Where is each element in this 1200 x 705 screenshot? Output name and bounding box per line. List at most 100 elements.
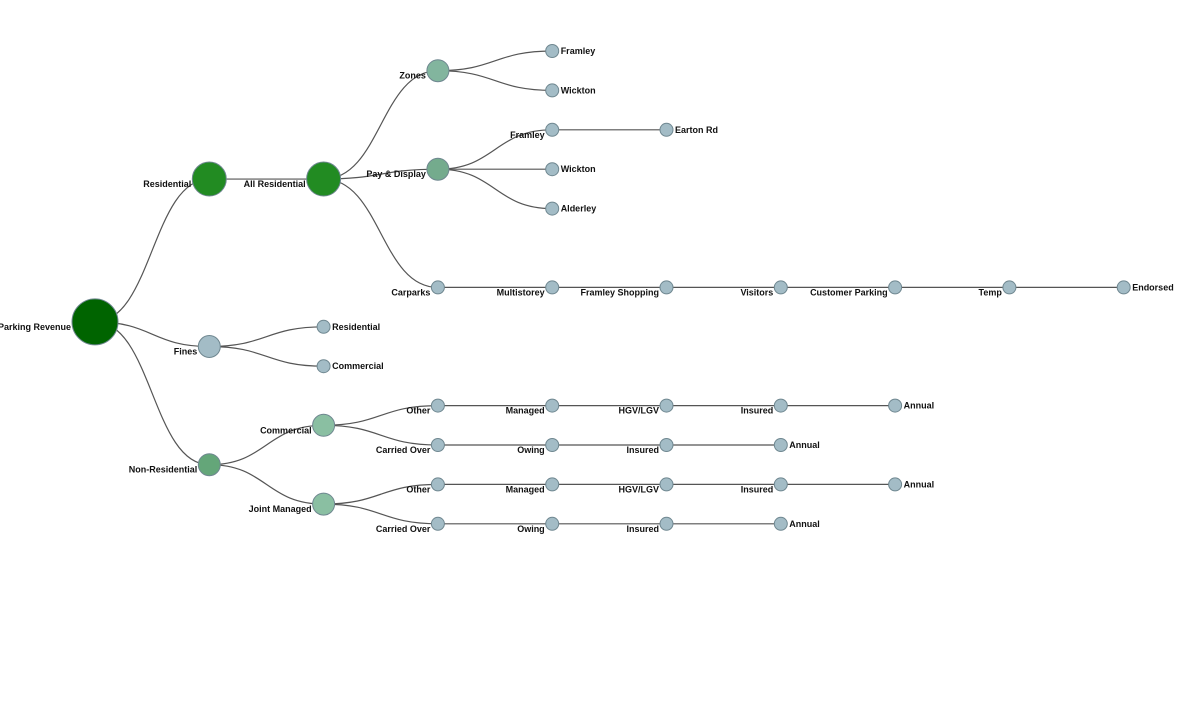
- tree-node-parking-revenue[interactable]: Parking Revenue: [0, 298, 119, 346]
- node-circle[interactable]: [430, 477, 445, 492]
- node-circle[interactable]: [545, 280, 560, 295]
- tree-node-carried-over[interactable]: Carried Over: [376, 438, 445, 456]
- node-label: Visitors: [740, 287, 773, 297]
- node-circle[interactable]: [659, 477, 674, 492]
- tree-node-residential[interactable]: Residential: [143, 161, 227, 197]
- tree-node-managed[interactable]: Managed: [506, 477, 560, 495]
- node-label: Insured: [626, 445, 659, 455]
- tree-node-commercial[interactable]: Commercial: [260, 413, 336, 437]
- tree-node-joint-managed[interactable]: Joint Managed: [249, 492, 336, 516]
- tree-node-framley[interactable]: Framley: [545, 44, 596, 58]
- node-circle[interactable]: [545, 162, 560, 177]
- node-circle[interactable]: [545, 438, 560, 452]
- node-circle[interactable]: [197, 335, 221, 358]
- tree-node-annual[interactable]: Annual: [773, 516, 820, 531]
- tree-node-customer-parking[interactable]: Customer Parking: [810, 280, 903, 298]
- tree-node-other[interactable]: Other: [406, 477, 445, 495]
- tree-node-owing[interactable]: Owing: [517, 516, 560, 534]
- node-circle[interactable]: [1116, 280, 1131, 295]
- node-circle[interactable]: [545, 516, 560, 531]
- node-label: Alderley: [561, 204, 597, 214]
- node-circle[interactable]: [430, 516, 445, 531]
- node-circle[interactable]: [659, 280, 674, 295]
- node-circle[interactable]: [306, 161, 342, 197]
- node-circle[interactable]: [888, 280, 903, 295]
- tree-node-zones[interactable]: Zones: [399, 59, 450, 83]
- node-circle[interactable]: [545, 122, 560, 137]
- node-circle[interactable]: [316, 359, 331, 374]
- node-circle[interactable]: [430, 280, 445, 295]
- tree-node-wickton[interactable]: Wickton: [545, 83, 596, 98]
- tree-node-alderley[interactable]: Alderley: [545, 201, 597, 216]
- tree-node-fines[interactable]: Fines: [174, 335, 221, 358]
- tree-link: [323, 70, 438, 180]
- tree-node-other[interactable]: Other: [406, 398, 445, 416]
- tree-node-endorsed[interactable]: Endorsed: [1116, 280, 1174, 295]
- tree-link: [437, 168, 553, 210]
- node-circle[interactable]: [312, 413, 336, 437]
- tree-node-owing[interactable]: Owing: [517, 438, 560, 456]
- tree-node-multistorey[interactable]: Multistorey: [497, 280, 560, 298]
- node-circle[interactable]: [773, 438, 788, 452]
- tree-node-commercial[interactable]: Commercial: [316, 359, 384, 374]
- node-circle[interactable]: [426, 59, 450, 83]
- node-circle[interactable]: [773, 516, 788, 531]
- tree-node-annual[interactable]: Annual: [888, 477, 935, 492]
- tree-node-pay-display[interactable]: Pay & Display: [366, 157, 450, 181]
- node-label: Joint Managed: [249, 504, 312, 514]
- node-circle[interactable]: [545, 201, 560, 216]
- node-circle[interactable]: [545, 477, 560, 492]
- tree-node-insured[interactable]: Insured: [741, 477, 788, 495]
- tree-link: [323, 503, 438, 525]
- tree-node-insured[interactable]: Insured: [741, 398, 788, 416]
- tree-link: [209, 464, 324, 505]
- node-circle[interactable]: [430, 398, 445, 413]
- tree-node-insured[interactable]: Insured: [626, 516, 674, 534]
- node-circle[interactable]: [191, 161, 227, 197]
- tree-node-temp[interactable]: Temp: [979, 280, 1017, 298]
- tree-node-wickton[interactable]: Wickton: [545, 162, 596, 177]
- node-circle[interactable]: [888, 398, 903, 413]
- tree-link: [94, 178, 210, 323]
- node-label: Managed: [506, 406, 545, 416]
- node-circle[interactable]: [71, 298, 119, 346]
- tree-node-hgv-lgv[interactable]: HGV/LGV: [618, 477, 674, 495]
- node-circle[interactable]: [316, 319, 331, 334]
- node-circle[interactable]: [659, 438, 674, 452]
- tree-link: [94, 321, 210, 466]
- node-circle[interactable]: [659, 398, 674, 413]
- tree-node-annual[interactable]: Annual: [888, 398, 935, 413]
- tree-node-carparks[interactable]: Carparks: [391, 280, 445, 298]
- node-circle[interactable]: [312, 492, 336, 516]
- tree-node-hgv-lgv[interactable]: HGV/LGV: [618, 398, 674, 416]
- node-label: Wickton: [561, 164, 596, 174]
- tree-node-framley[interactable]: Framley: [510, 122, 560, 140]
- node-circle[interactable]: [545, 398, 560, 413]
- node-circle[interactable]: [1002, 280, 1017, 295]
- node-circle[interactable]: [888, 477, 903, 492]
- node-label: HGV/LGV: [618, 406, 659, 416]
- node-label: Other: [406, 406, 431, 416]
- tree-node-visitors[interactable]: Visitors: [740, 280, 788, 298]
- tree-node-earton-rd[interactable]: Earton Rd: [659, 122, 718, 137]
- tree-node-insured[interactable]: Insured: [626, 438, 674, 456]
- node-circle[interactable]: [197, 453, 221, 477]
- tree-node-annual[interactable]: Annual: [773, 438, 820, 452]
- node-circle[interactable]: [426, 157, 450, 181]
- node-circle[interactable]: [773, 398, 788, 413]
- tree-node-framley-shopping[interactable]: Framley Shopping: [580, 280, 674, 298]
- node-circle[interactable]: [545, 44, 560, 58]
- node-circle[interactable]: [659, 122, 674, 137]
- node-label: Commercial: [332, 361, 384, 371]
- tree-node-residential[interactable]: Residential: [316, 319, 380, 334]
- tree-node-carried-over[interactable]: Carried Over: [376, 516, 445, 534]
- node-label: Annual: [789, 519, 820, 529]
- tree-node-managed[interactable]: Managed: [506, 398, 560, 416]
- node-circle[interactable]: [773, 477, 788, 492]
- node-circle[interactable]: [659, 516, 674, 531]
- node-circle[interactable]: [773, 280, 788, 295]
- tree-node-all-residential[interactable]: All Residential: [244, 161, 342, 197]
- node-circle[interactable]: [545, 83, 560, 98]
- tree-node-non-residential[interactable]: Non-Residential: [129, 453, 221, 477]
- node-circle[interactable]: [430, 438, 445, 452]
